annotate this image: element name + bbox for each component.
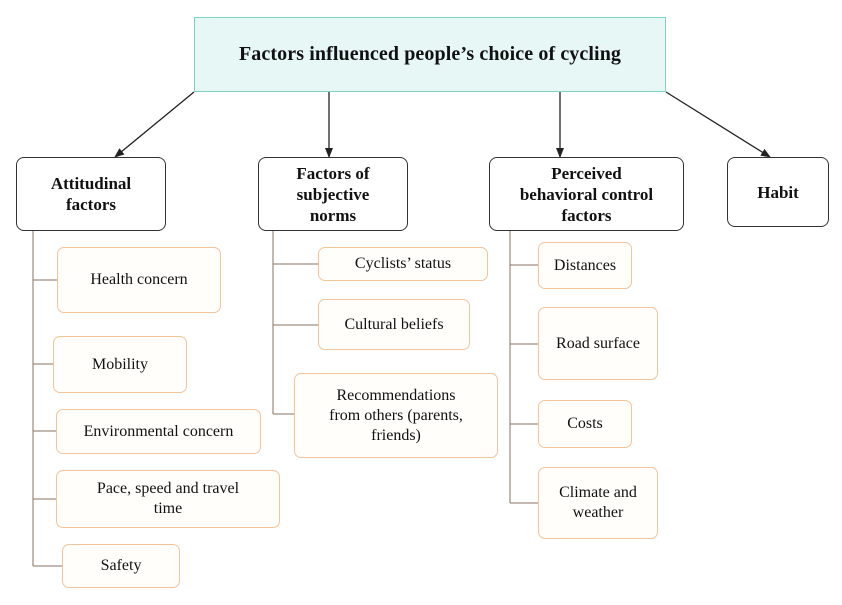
- category-habit: Habit: [727, 157, 829, 227]
- attitudinal-bracket: [32, 231, 62, 567]
- subjective-norms-bracket: [272, 231, 318, 415]
- diagram-title: Factors influenced people’s choice of cy…: [194, 17, 666, 92]
- arrow-to-attitudinal: [114, 91, 195, 158]
- factor-environmental-concern: Environmental concern: [56, 409, 261, 454]
- factor-distances: Distances: [538, 242, 632, 289]
- factor-safety: Safety: [62, 544, 180, 588]
- category-perceived-behavioral-control: Perceived behavioral control factors: [489, 157, 684, 231]
- factor-cultural-beliefs: Cultural beliefs: [318, 299, 470, 350]
- factor-road-surface: Road surface: [538, 307, 658, 380]
- factor-cyclists-status: Cyclists’ status: [318, 247, 488, 281]
- factor-pace-speed-travel-time: Pace, speed and travel time: [56, 470, 280, 528]
- factor-climate-and-weather: Climate and weather: [538, 467, 658, 539]
- factor-costs: Costs: [538, 400, 632, 448]
- factor-recommendations-from-others: Recommendations from others (parents, fr…: [294, 373, 498, 458]
- perceived-control-bracket: [509, 231, 538, 504]
- factor-mobility: Mobility: [53, 336, 187, 393]
- arrow-to-habit: [665, 91, 771, 158]
- factor-health-concern: Health concern: [57, 247, 221, 313]
- category-subjective-norms: Factors of subjective norms: [258, 157, 408, 231]
- category-attitudinal-factors: Attitudinal factors: [16, 157, 166, 231]
